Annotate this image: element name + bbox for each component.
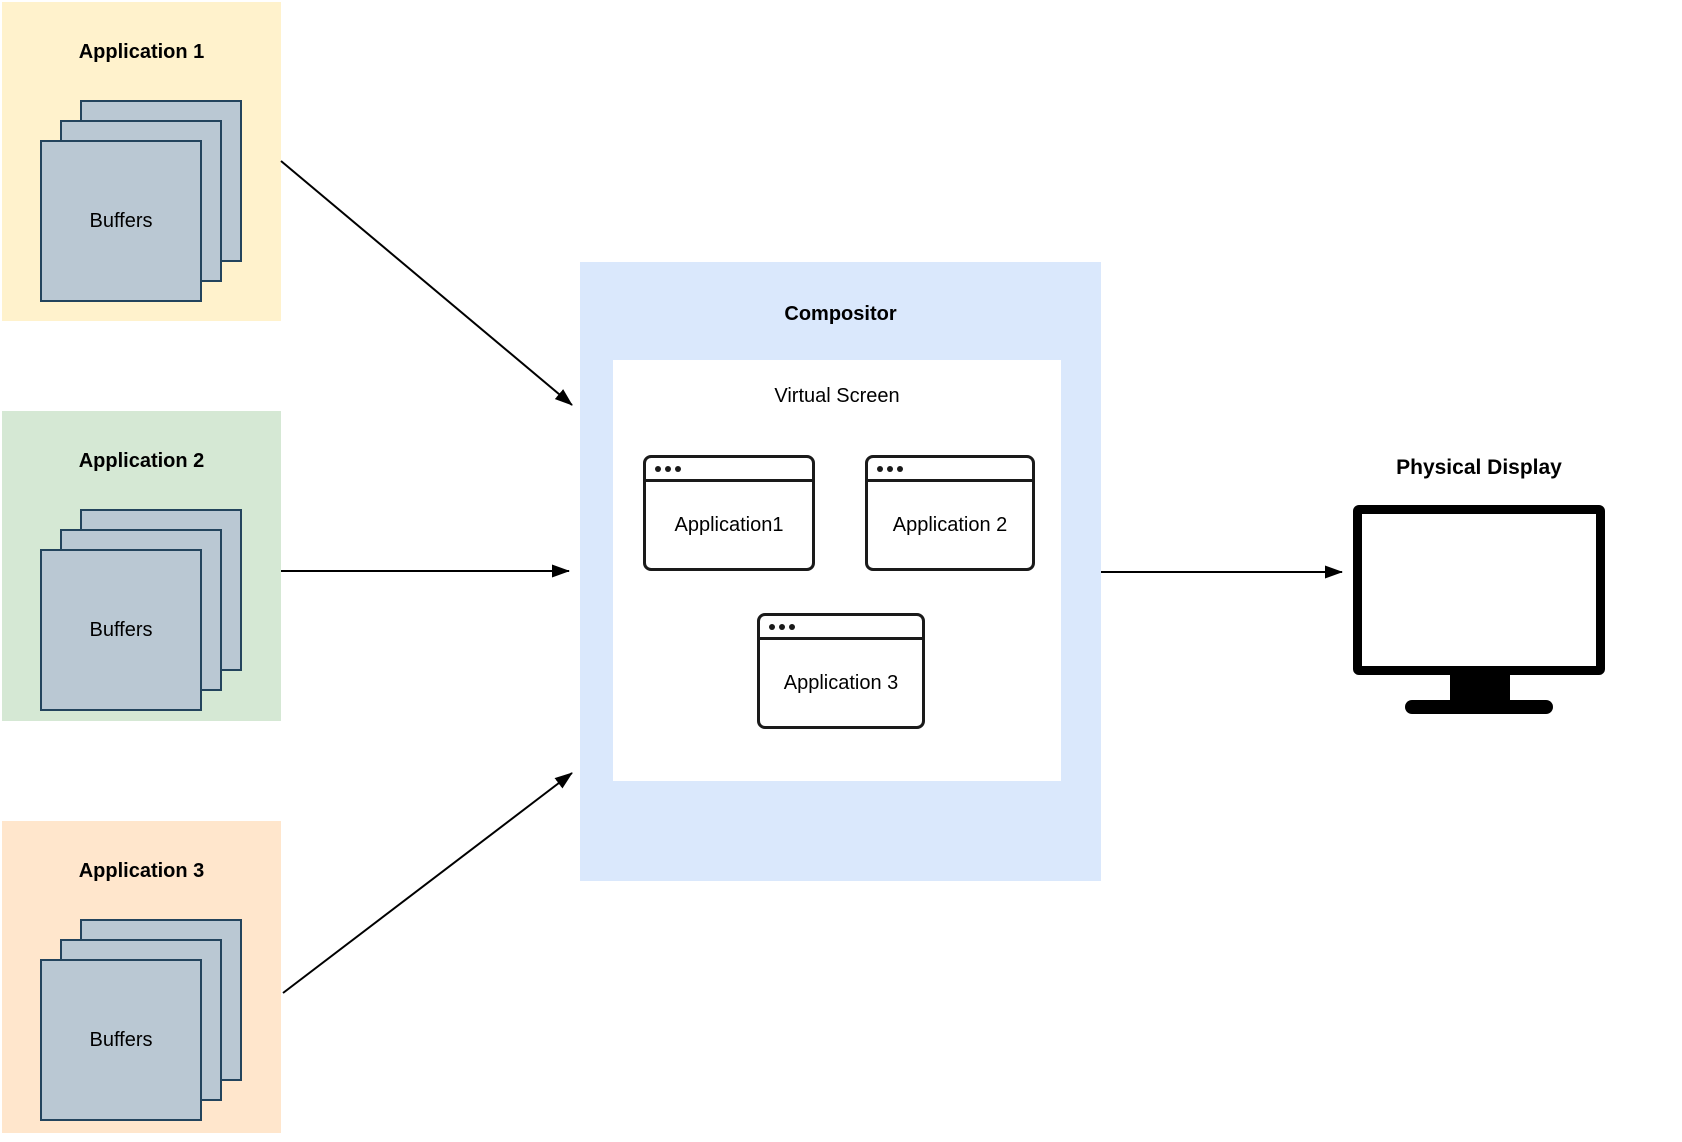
buffer-front: Buffers [40, 140, 202, 302]
window-titlebar [760, 616, 922, 640]
window-dot-icon [877, 465, 883, 472]
physical-display-label: Physical Display [1396, 456, 1562, 479]
window-dot-icon [769, 623, 775, 630]
buffer-front: Buffers [40, 959, 202, 1121]
arrow-app1-to-compositor [280, 160, 573, 406]
virtual-screen-label: Virtual Screen [774, 385, 900, 407]
window-dot-icon [887, 465, 893, 472]
compositor-label: Compositor [784, 303, 897, 325]
buffers-label: Buffers [89, 618, 153, 641]
buffers-label: Buffers [89, 209, 153, 232]
application-1-buffer-stack: Buffers [40, 100, 242, 302]
window-titlebar [646, 458, 812, 482]
application-2-label: Application 2 [78, 450, 205, 472]
compositor-box: Compositor Virtual Screen Application1 A… [580, 262, 1101, 881]
window-dot-icon [779, 623, 785, 630]
monitor-stand-base [1405, 700, 1553, 714]
buffers-label: Buffers [89, 1028, 153, 1051]
window-dot-icon [675, 465, 681, 472]
monitor-stand-neck [1450, 673, 1510, 703]
window-application-3: Application 3 [757, 613, 925, 729]
window-titlebar [868, 458, 1032, 482]
window-label: Application 2 [892, 513, 1008, 536]
window-dot-icon [655, 465, 661, 472]
window-label: Application1 [674, 513, 784, 536]
window-application-2: Application 2 [865, 455, 1035, 571]
application-3-buffer-stack: Buffers [40, 919, 242, 1121]
window-dot-icon [789, 623, 795, 630]
application-1-box: Application 1 Buffers [2, 2, 281, 321]
application-3-label: Application 3 [78, 860, 205, 882]
buffer-front: Buffers [40, 549, 202, 711]
window-dot-icon [665, 465, 671, 472]
window-label: Application 3 [783, 671, 899, 694]
virtual-screen: Virtual Screen Application1 Application … [613, 360, 1061, 781]
window-dot-icon [897, 465, 903, 472]
application-2-box: Application 2 Buffers [2, 411, 281, 721]
window-application1: Application1 [643, 455, 815, 571]
arrow-app3-to-compositor [282, 772, 573, 994]
monitor-icon [1353, 505, 1605, 675]
application-2-buffer-stack: Buffers [40, 509, 242, 711]
application-1-label: Application 1 [78, 41, 205, 63]
application-3-box: Application 3 Buffers [2, 821, 281, 1133]
